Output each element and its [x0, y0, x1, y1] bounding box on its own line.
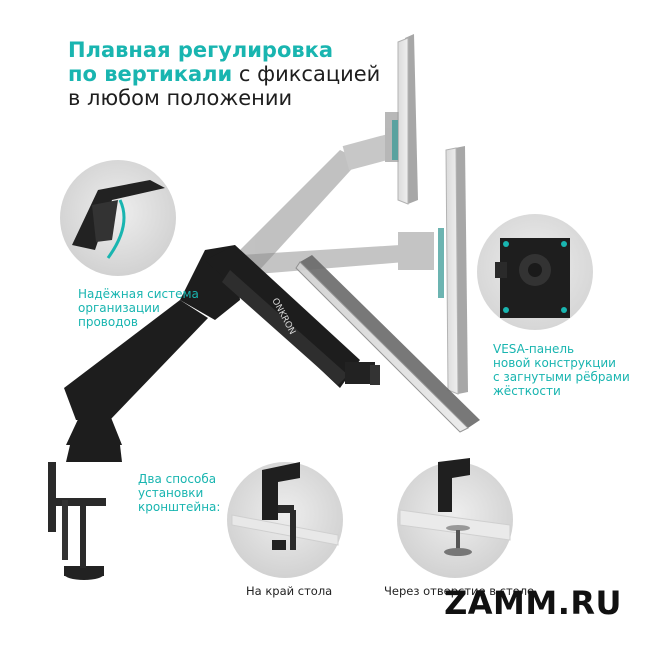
note-line: кронштейна: — [138, 500, 221, 514]
ghost-arm-middle — [240, 232, 434, 275]
note-vesa: VESA-панель новой конструкции с загнутым… — [493, 342, 630, 398]
monitor-arm — [48, 245, 380, 580]
headline-line1: Плавная регулировка — [68, 38, 334, 62]
note-line: Надёжная система — [78, 287, 199, 301]
headline-line2-accent: по вертикали — [68, 62, 233, 86]
note-line: VESA-панель — [493, 342, 575, 356]
monitor-tilted — [295, 255, 480, 433]
note-line: организации — [78, 301, 160, 315]
ghost-monitor-middle — [438, 146, 468, 395]
circle-grommet-mount — [397, 458, 513, 578]
note-cable-management: Надёжная система организации проводов — [78, 287, 199, 329]
circle-clamp-mount — [227, 462, 343, 578]
note-mount-options: Два способа установки кронштейна: — [138, 472, 220, 514]
ghost-monitor-top — [392, 34, 418, 205]
note-line: Два способа — [138, 472, 217, 486]
headline-line3: в любом положении — [68, 86, 293, 110]
note-line: новой конструкции — [493, 356, 616, 370]
brand-logo: ZAMM.RU — [444, 584, 622, 622]
note-line: установки — [138, 486, 204, 500]
caption-grommet-mount: Через отверстие в столе — [384, 584, 535, 598]
circle-cable-management — [60, 160, 176, 276]
headline-line2-rest: с фиксацией — [232, 62, 381, 86]
caption-clamp-mount: На край стола — [246, 584, 333, 598]
note-line: проводов — [78, 315, 138, 329]
note-line: с загнутыми рёбрами — [493, 370, 630, 384]
note-line: жёсткости — [493, 384, 561, 398]
headline: Плавная регулировка по вертикали с фикса… — [68, 38, 398, 110]
circle-vesa — [477, 214, 593, 330]
